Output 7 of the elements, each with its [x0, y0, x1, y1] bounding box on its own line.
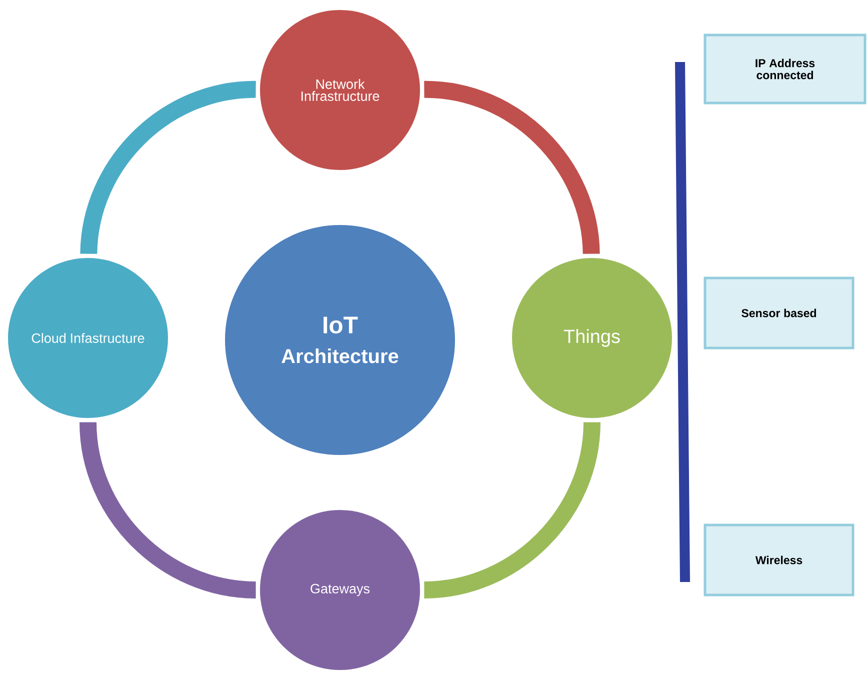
ring-arc — [424, 80, 600, 254]
ring-arc — [80, 422, 256, 598]
ring-arc — [424, 422, 600, 598]
ring-arc — [80, 80, 256, 254]
feature-box: Sensor based — [704, 276, 854, 350]
feature-box: Wireless — [704, 524, 854, 596]
feature-box: IP Address connected — [704, 34, 866, 104]
